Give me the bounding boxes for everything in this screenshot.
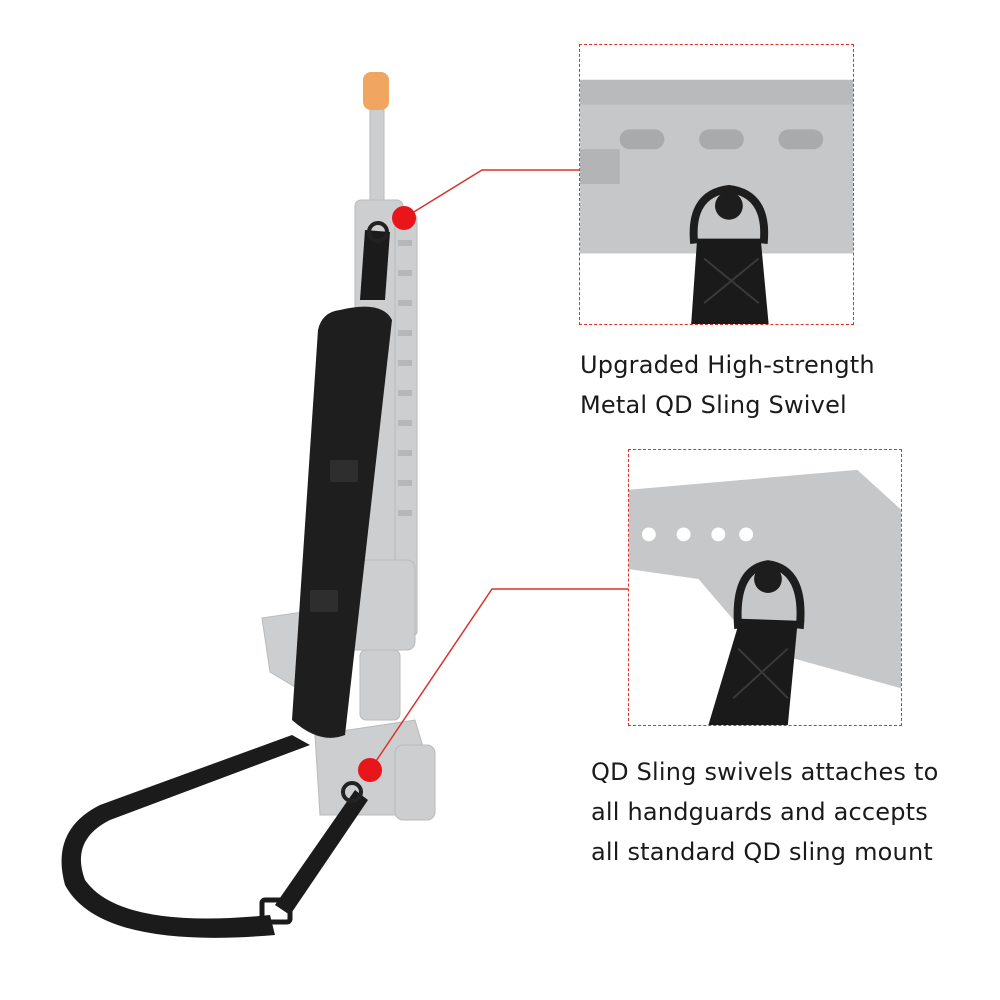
handguard-swivel-closeup <box>580 79 853 324</box>
caption-line: Metal QD Sling Swivel <box>580 391 847 419</box>
caption-line: Upgraded High-strength <box>580 351 875 379</box>
marker-dot-top <box>392 206 416 230</box>
swivel-ring-top <box>367 221 389 243</box>
caption-line: all handguards and accepts <box>591 798 928 826</box>
caption-upgraded-swivel: Upgraded High-strength Metal QD Sling Sw… <box>580 345 875 425</box>
rifle-rail-notches <box>398 240 412 516</box>
caption-qd-compatibility: QD Sling swivels attaches to all handgua… <box>591 752 938 872</box>
detail-zoom-stock <box>628 449 902 726</box>
muzzle-cap <box>363 72 389 110</box>
caption-line: all standard QD sling mount <box>591 838 933 866</box>
caption-line: QD Sling swivels attaches to <box>591 758 939 786</box>
swivel-ring-bottom <box>341 781 363 803</box>
leader-line-bottom <box>369 588 628 771</box>
marker-dot-bottom <box>358 758 382 782</box>
detail-zoom-handguard <box>579 44 854 325</box>
stock-swivel-closeup <box>629 450 901 725</box>
leader-line-top <box>403 169 580 219</box>
sling <box>61 230 392 938</box>
